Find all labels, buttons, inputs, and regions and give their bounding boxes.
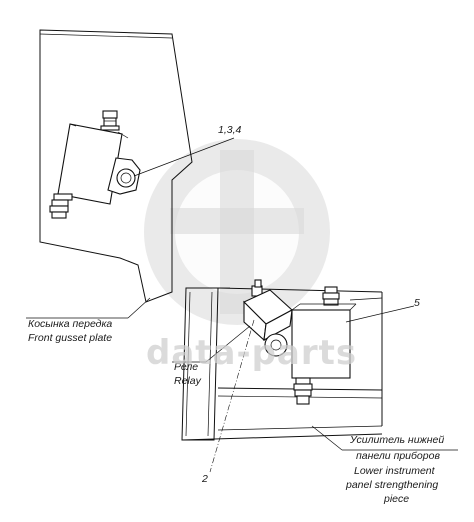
relay-label-ru: Реле <box>174 361 198 373</box>
callout-line-134 <box>133 137 235 177</box>
front-gusset-plate <box>39 29 193 303</box>
upper-relay <box>49 110 141 219</box>
panel-label-ru-2: панели приборов <box>356 450 440 462</box>
panel-label-en-1: Lower instrument <box>354 465 436 477</box>
large-relay <box>291 286 357 405</box>
relay-leader <box>205 325 251 363</box>
panel-leader <box>311 425 343 451</box>
callout-line-5 <box>345 305 415 323</box>
instrument-panel-frame <box>181 287 383 441</box>
panel-label-en-2: panel strengthening <box>345 479 438 491</box>
callout-134: 1,3,4 <box>218 124 242 136</box>
gusset-label-ru: Косынка передка <box>28 318 112 330</box>
watermark-text: data-parts <box>146 333 357 373</box>
gusset-leader <box>127 297 151 319</box>
panel-label-ru-1: Усилитель нижней <box>349 434 444 446</box>
data-parts-logo-icon <box>144 139 330 325</box>
callout-5: 5 <box>414 297 420 309</box>
callout-line-2 <box>209 319 255 473</box>
relay-label-en: Relay <box>174 375 202 387</box>
callout-2: 2 <box>201 473 208 485</box>
gusset-label-en: Front gusset plate <box>28 332 112 344</box>
panel-label-en-3: piece <box>383 493 409 505</box>
small-relay <box>243 279 293 357</box>
